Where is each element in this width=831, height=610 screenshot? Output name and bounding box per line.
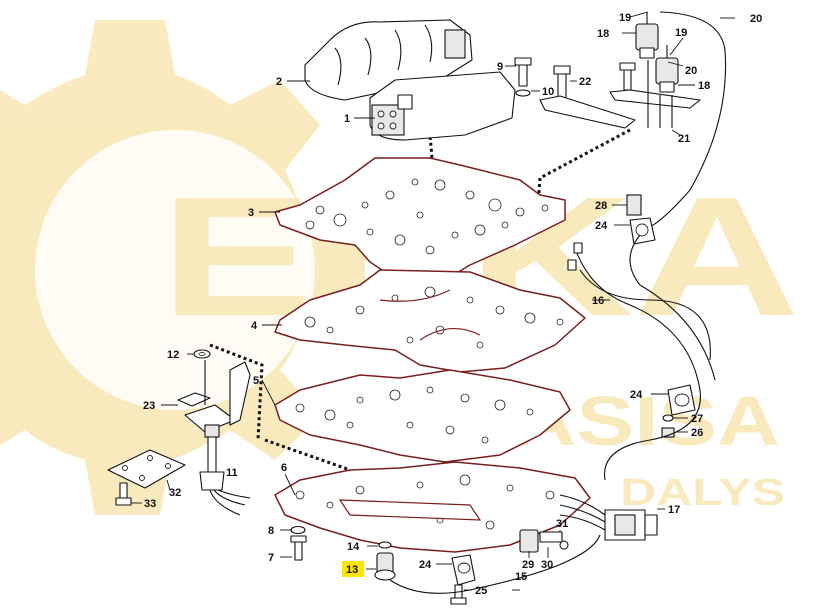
callout-29[interactable]: 29 (522, 559, 534, 571)
plate-32 (107, 449, 186, 489)
spacer-28 (626, 194, 642, 216)
watermark-sub2: DALYS (620, 472, 785, 514)
plug-16a (573, 242, 583, 254)
callout-1[interactable]: 1 (344, 113, 350, 125)
callout-24b[interactable]: 24 (630, 389, 643, 401)
washer-27 (662, 414, 674, 422)
watermark-gear-hole (35, 130, 315, 410)
clip-24-upper (629, 217, 656, 245)
callout-14[interactable]: 14 (347, 541, 360, 553)
callout-9[interactable]: 9 (497, 61, 503, 73)
callout-18a[interactable]: 18 (597, 28, 609, 40)
callout-25[interactable]: 25 (475, 585, 487, 597)
callout-18b[interactable]: 18 (698, 80, 710, 92)
connector-17 (559, 494, 658, 541)
callout-2[interactable]: 2 (276, 76, 282, 88)
callout-13[interactable]: 13 (346, 564, 358, 576)
clip-24-bottom (451, 554, 476, 586)
callout-24a[interactable]: 24 (595, 220, 608, 232)
callout-3[interactable]: 3 (248, 207, 254, 219)
bolt-31 (539, 531, 569, 550)
callout-28[interactable]: 28 (595, 200, 607, 212)
callout-20a[interactable]: 20 (750, 13, 762, 25)
fitting-29 (519, 529, 539, 553)
bolt-9 (514, 57, 532, 97)
leader-lines (131, 11, 735, 591)
solenoid-rods (647, 60, 673, 128)
bottom-cover-connector (371, 104, 405, 136)
callout-7[interactable]: 7 (268, 552, 274, 564)
watermark-gear-icon (0, 20, 365, 515)
callout-27[interactable]: 27 (691, 413, 703, 425)
part-cover-bottom (369, 71, 516, 141)
sensor-11 (199, 424, 251, 516)
clip-24-right (667, 384, 696, 416)
cover-connector (444, 29, 466, 59)
callout-23[interactable]: 23 (143, 400, 155, 412)
plate-6-valve-body (274, 461, 591, 553)
solenoid-18a (635, 12, 659, 59)
callout-15[interactable]: 15 (515, 571, 527, 583)
solenoid-13 (374, 552, 396, 581)
wire-harness-16 (574, 247, 701, 481)
callout-11[interactable]: 11 (226, 467, 238, 479)
callout-20b[interactable]: 20 (685, 65, 697, 77)
bolt-25 (450, 584, 467, 605)
callout-22[interactable]: 22 (579, 76, 591, 88)
washer-14 (378, 541, 392, 549)
bolt-top-right (619, 62, 636, 91)
callout-10[interactable]: 10 (542, 86, 554, 98)
callout-19a[interactable]: 19 (619, 12, 631, 24)
callout-24c[interactable]: 24 (419, 559, 432, 571)
washer-8 (290, 525, 306, 535)
wire-harness-upper (639, 11, 727, 231)
callout-labels: 2 1 3 4 5 6 7 8 9 10 11 12 13 14 15 16 1… (143, 12, 762, 597)
callout-6[interactable]: 6 (281, 462, 287, 474)
wire-harness-16b (579, 269, 711, 361)
callout-33[interactable]: 33 (144, 498, 156, 510)
callout-12[interactable]: 12 (167, 349, 179, 361)
solenoid-18b (655, 45, 679, 93)
callout-4[interactable]: 4 (251, 320, 258, 332)
callout-32[interactable]: 32 (169, 487, 181, 499)
callout-17[interactable]: 17 (668, 504, 680, 516)
bolt-33 (115, 482, 132, 506)
plate-5 (274, 369, 571, 463)
callout-30[interactable]: 30 (541, 559, 553, 571)
washer-12 (193, 349, 211, 359)
gasket-strip (539, 95, 636, 129)
callout-19b[interactable]: 19 (675, 27, 687, 39)
bracket-plate (609, 89, 701, 109)
bracket-23 (177, 360, 251, 433)
plate-4 (274, 269, 586, 373)
plug-16b (567, 259, 577, 271)
wire-harness-15 (389, 534, 601, 594)
wire-harness-16c (629, 234, 716, 381)
plate-3 (274, 157, 566, 283)
callout-31[interactable]: 31 (556, 518, 568, 530)
callout-21[interactable]: 21 (678, 133, 690, 145)
callout-16[interactable]: 16 (592, 295, 604, 307)
callout-26[interactable]: 26 (691, 427, 703, 439)
callout-5[interactable]: 5 (253, 375, 259, 387)
callout-8[interactable]: 8 (268, 525, 274, 537)
bolt-7 (290, 535, 307, 561)
callout-13-highlight (342, 561, 364, 577)
bolt-22 (553, 65, 571, 99)
